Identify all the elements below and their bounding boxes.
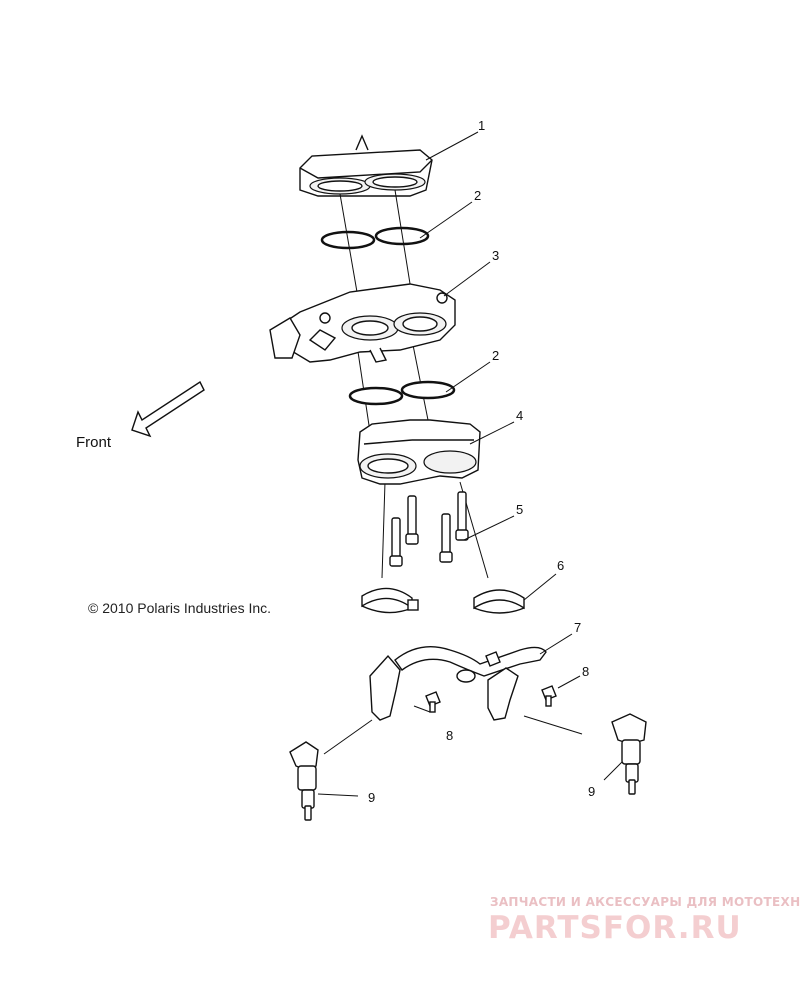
part-6-hose-clamps <box>361 587 525 614</box>
part-1-intake-cover <box>299 134 433 197</box>
part-2-upper-o-rings <box>320 226 430 250</box>
watermark-logo: PARTSFOR.RU <box>488 910 742 946</box>
part-9-fuel-injectors <box>289 713 647 821</box>
copyright-notice: © 2010 Polaris Industries Inc. <box>88 600 271 616</box>
callout-1: 1 <box>478 118 485 133</box>
callout-3: 3 <box>492 248 499 263</box>
callout-5: 5 <box>516 502 523 517</box>
alignment-lines <box>339 189 489 579</box>
callout-6: 6 <box>557 558 564 573</box>
callout-8-right: 8 <box>582 664 589 679</box>
callout-2-upper: 2 <box>474 188 481 203</box>
callout-2-lower: 2 <box>492 348 499 363</box>
callout-4: 4 <box>516 408 523 423</box>
callout-9-left: 9 <box>368 790 375 805</box>
part-5-bolts <box>389 491 469 567</box>
watermark-tagline: ЗАПЧАСТИ И АКСЕССУАРЫ ДЛЯ МОТОТЕХНИКИ <box>490 895 800 909</box>
part-3-throttle-body <box>269 283 456 363</box>
watermark: ЗАПЧАСТИ И АКСЕССУАРЫ ДЛЯ МОТОТЕХНИКИ PA… <box>488 895 800 946</box>
callout-8-left: 8 <box>446 728 453 743</box>
part-4-intake-boots <box>357 419 481 485</box>
callout-9-right: 9 <box>588 784 595 799</box>
callout-leaders <box>317 131 623 797</box>
front-arrow: Front <box>76 380 205 451</box>
part-8-screws <box>425 685 557 713</box>
part-2-lower-o-rings <box>348 380 456 406</box>
callout-7: 7 <box>574 620 581 635</box>
part-7-fuel-rail <box>369 646 547 721</box>
callout-numbers: 1 2 3 2 4 5 6 7 8 8 9 9 <box>368 118 595 805</box>
front-label: Front <box>76 434 112 451</box>
